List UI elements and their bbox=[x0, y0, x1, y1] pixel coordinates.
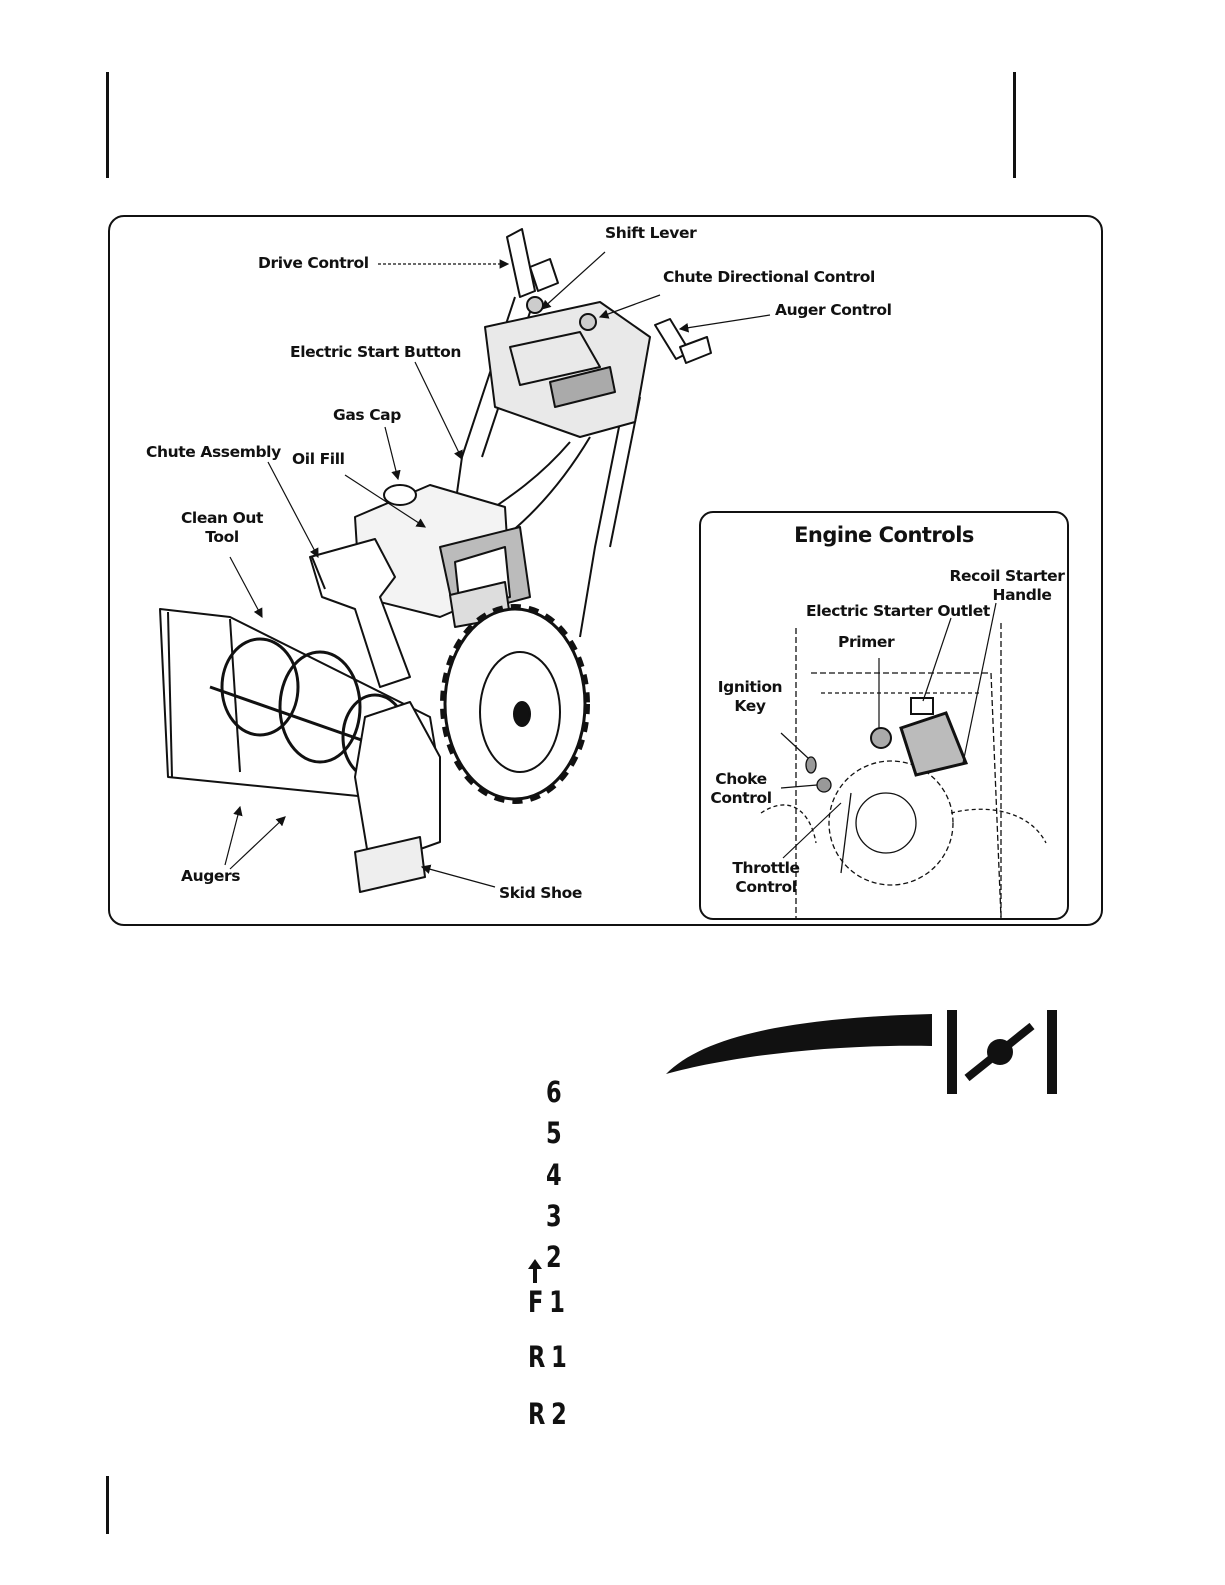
crop-mark-bottom-left bbox=[106, 1476, 109, 1534]
gear-r2: R 2 bbox=[528, 1398, 566, 1431]
choke-control-label-line1: Choke bbox=[701, 770, 781, 789]
gear-r1: R 1 bbox=[528, 1341, 566, 1374]
drive-control-label: Drive Control bbox=[258, 254, 369, 273]
clean-out-tool-label-line1: Clean Out bbox=[172, 509, 272, 528]
snow-thrower-diagram-panel: Shift Lever Drive Control Chute Directio… bbox=[108, 215, 1103, 926]
choke-right-bar bbox=[1047, 1010, 1057, 1094]
primer-label: Primer bbox=[838, 633, 894, 652]
gear-2: 2 bbox=[546, 1241, 561, 1274]
choke-control-label-line2: Control bbox=[701, 789, 781, 808]
skid-shoe-label: Skid Shoe bbox=[499, 884, 582, 903]
throttle-control-label-line2: Control bbox=[721, 878, 811, 897]
ignition-key-label-line2: Key bbox=[705, 697, 795, 716]
shift-lever-label: Shift Lever bbox=[605, 224, 696, 243]
gear-4: 4 bbox=[546, 1159, 561, 1192]
recoil-starter-handle-label: Recoil Starter Handle bbox=[947, 567, 1067, 605]
augers-label: Augers bbox=[181, 867, 240, 886]
auger-control-label: Auger Control bbox=[775, 301, 892, 320]
choke-pivot-icon bbox=[987, 1039, 1013, 1065]
throttle-fast-symbol bbox=[662, 1008, 1062, 1098]
ignition-key-label: Ignition Key bbox=[705, 678, 795, 716]
recoil-starter-handle-label-line1: Recoil Starter bbox=[947, 567, 1067, 586]
clean-out-tool-label-line2: Tool bbox=[172, 528, 272, 547]
crop-mark-top-left bbox=[106, 72, 109, 178]
crop-mark-top-right bbox=[1013, 72, 1016, 178]
ignition-key-label-line1: Ignition bbox=[705, 678, 795, 697]
electric-starter-outlet-label: Electric Starter Outlet bbox=[806, 602, 990, 621]
throttle-control-label: Throttle Control bbox=[721, 859, 811, 897]
gear-f1: F 1 bbox=[528, 1286, 564, 1319]
oil-fill-label: Oil Fill bbox=[292, 450, 345, 469]
throttle-wedge-icon bbox=[666, 1014, 932, 1074]
chute-assembly-label: Chute Assembly bbox=[146, 443, 281, 462]
engine-controls-inset: Engine Controls bbox=[699, 511, 1069, 920]
forward-arrow-icon bbox=[528, 1259, 542, 1283]
electric-start-button-label: Electric Start Button bbox=[290, 343, 461, 362]
chute-directional-control-label: Chute Directional Control bbox=[663, 268, 875, 287]
clean-out-tool-label: Clean Out Tool bbox=[172, 509, 272, 547]
gas-cap-label: Gas Cap bbox=[333, 406, 401, 425]
gear-6: 6 bbox=[546, 1076, 561, 1109]
choke-left-bar bbox=[947, 1010, 957, 1094]
choke-control-label: Choke Control bbox=[701, 770, 781, 808]
gear-3: 3 bbox=[546, 1200, 561, 1233]
gear-5: 5 bbox=[546, 1117, 561, 1150]
throttle-control-label-line1: Throttle bbox=[721, 859, 811, 878]
